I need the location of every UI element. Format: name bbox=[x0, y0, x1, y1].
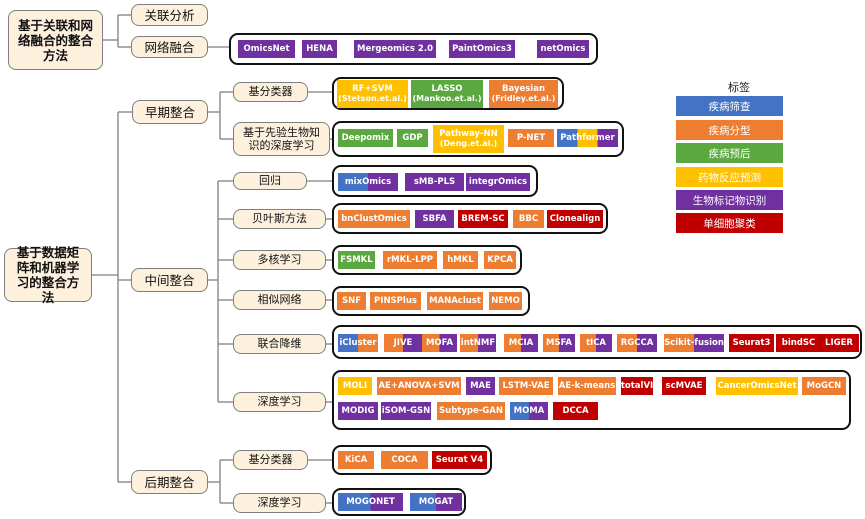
tool-chip-mid-dl-dcca: DCCA bbox=[553, 402, 598, 420]
tool-chip-early-prior-deepomix: Deepomix bbox=[338, 129, 393, 147]
network-method-node: 基于关联和网络融合的整合方法 bbox=[8, 10, 103, 70]
late-deep-learning: 深度学习 bbox=[233, 493, 326, 513]
tool-chip-mid-dl-mae: MAE bbox=[466, 377, 495, 395]
tool-chip-mid-dl-canceromicsnet: CancerOmicsNet bbox=[716, 377, 798, 395]
tool-chip-mid-similarity-nemo: NEMO bbox=[489, 292, 522, 310]
legend-item: 生物标记物识别 bbox=[676, 190, 783, 210]
mid-regression: 回归 bbox=[233, 172, 307, 190]
tool-chip-netfusion-paintomics3: PaintOmics3 bbox=[449, 40, 515, 58]
tool-chip-late-base-seurat-v4: Seurat V4 bbox=[432, 451, 487, 469]
mid-deep-learning: 深度学习 bbox=[233, 392, 326, 412]
tool-chip-mid-dl-ae-anova-svm: AE+ANOVA+SVM bbox=[377, 377, 461, 395]
tool-chip-mid-multikernel-kpca: KPCA bbox=[484, 251, 516, 269]
legend-item: 疾病分型 bbox=[676, 120, 783, 140]
tool-chip-early-base-lasso: LASSO(Mankoo.et.al.) bbox=[411, 80, 483, 108]
tool-chip-netfusion-mergeomics-2-0: Mergeomics 2.0 bbox=[354, 40, 436, 58]
legend-item: 疾病预后 bbox=[676, 143, 783, 163]
stage-late: 后期整合 bbox=[131, 470, 208, 494]
tool-chip-mid-dl-mogcn: MoGCN bbox=[802, 377, 846, 395]
tool-chip-mid-bayes-bbc: BBC bbox=[513, 210, 544, 228]
tool-chip-mid-jointdr-liger: LIGER bbox=[819, 334, 859, 352]
tool-chip-mid-similarity-pinsplus: PINSPlus bbox=[370, 292, 421, 310]
tool-chip-early-prior-pathformer: Pathformer bbox=[557, 129, 618, 147]
tool-chip-mid-jointdr-mcia: MCIA bbox=[504, 334, 538, 352]
tool-chip-mid-multikernel-hmkl: hMKL bbox=[443, 251, 478, 269]
tool-chip-mid-dl-subtype-gan: Subtype-GAN bbox=[437, 402, 505, 420]
tool-chip-mid-jointdr-msfa: MSFA bbox=[543, 334, 575, 352]
tool-chip-early-base-rf-svm: RF+SVM(Stetson.et.al.) bbox=[337, 80, 408, 108]
tool-chip-mid-jointdr-tica: tICA bbox=[580, 334, 612, 352]
tool-chip-mid-jointdr-jive: JIVE bbox=[384, 334, 422, 352]
tool-chip-mid-jointdr-mofa: MOFA bbox=[422, 334, 457, 352]
tool-chip-mid-similarity-snf: SNF bbox=[337, 292, 366, 310]
tool-chip-mid-regression-mixomics: mixOmics bbox=[338, 173, 398, 191]
tool-chip-mid-multikernel-rmkl-lpp: rMKL-LPP bbox=[383, 251, 437, 269]
legend-item: 药物反应预测 bbox=[676, 167, 783, 187]
tool-chip-mid-dl-modig: MODIG bbox=[338, 402, 378, 420]
tool-chip-mid-bayes-clonealign: Clonealign bbox=[547, 210, 603, 228]
root-node: 基于数据矩阵和机器学习的整合方法 bbox=[4, 245, 92, 305]
stage-mid: 中间整合 bbox=[131, 268, 208, 292]
mid-similarity-network: 相似网络 bbox=[233, 290, 326, 310]
tool-chip-netfusion-netomics: netOmics bbox=[537, 40, 589, 58]
tool-chip-mid-similarity-manaclust: MANAclust bbox=[427, 292, 483, 310]
tool-chip-mid-jointdr-bindsc: bindSC bbox=[776, 334, 821, 352]
mid-multikernel: 多核学习 bbox=[233, 250, 326, 270]
tool-chip-mid-dl-totalvi: totalVI bbox=[621, 377, 653, 395]
network-fusion-node: 网络融合 bbox=[131, 36, 208, 58]
tool-chip-mid-jointdr-icluster: iCluster bbox=[338, 334, 378, 352]
assoc-analysis-node: 关联分析 bbox=[131, 4, 208, 26]
tool-chip-early-base-bayesian: Bayesian(Fridley.et.al.) bbox=[489, 80, 558, 108]
tool-chip-mid-regression-integromics: integrOmics bbox=[466, 173, 530, 191]
late-base-classifier: 基分类器 bbox=[233, 450, 308, 470]
tool-chip-late-dl-mogat: MOGAT bbox=[410, 493, 462, 511]
tool-chip-mid-jointdr-intnmf: intNMF bbox=[460, 334, 496, 352]
tool-chip-late-base-kica: KiCA bbox=[338, 451, 374, 469]
legend-title: 标签 bbox=[728, 81, 750, 94]
tool-chip-mid-dl-scmvae: scMVAE bbox=[662, 377, 706, 395]
tool-chip-mid-bayes-bnclustomics: bnClustOmics bbox=[338, 210, 410, 228]
tool-chip-early-prior-p-net: P-NET bbox=[508, 129, 554, 147]
tool-chip-early-prior-gdp: GDP bbox=[397, 129, 428, 147]
tool-chip-netfusion-omicsnet: OmicsNet bbox=[238, 40, 295, 58]
legend-item: 疾病筛查 bbox=[676, 96, 783, 116]
tool-chip-early-prior-pathway-nn: Pathway-NN(Deng.et.al.) bbox=[433, 125, 504, 153]
tool-chip-mid-regression-smb-pls: sMB-PLS bbox=[405, 173, 464, 191]
tool-chip-mid-jointdr-seurat3: Seurat3 bbox=[729, 334, 774, 352]
tool-chip-mid-dl-ae-k-means: AE-k-means bbox=[558, 377, 616, 395]
stage-early: 早期整合 bbox=[132, 100, 208, 124]
tool-chip-mid-multikernel-fsmkl: FSMKL bbox=[338, 251, 375, 269]
tool-chip-mid-bayes-sbfa: SBFA bbox=[415, 210, 454, 228]
tool-chip-late-base-coca: COCA bbox=[381, 451, 428, 469]
mid-joint-dimred: 联合降维 bbox=[233, 334, 326, 354]
tool-chip-late-dl-mogonet: MOGONET bbox=[338, 493, 403, 511]
legend-item: 单细胞聚类 bbox=[676, 213, 783, 233]
tool-chip-mid-dl-isom-gsn: iSOM-GSN bbox=[381, 402, 431, 420]
early-prior-dl: 基于先验生物知识的深度学习 bbox=[233, 122, 330, 156]
tool-chip-mid-dl-moli: MOLI bbox=[338, 377, 372, 395]
early-base-classifier: 基分类器 bbox=[233, 82, 308, 102]
tool-chip-mid-dl-lstm-vae: LSTM-VAE bbox=[499, 377, 553, 395]
tool-chip-netfusion-hena: HENA bbox=[302, 40, 337, 58]
tool-chip-mid-jointdr-rgcca: RGCCA bbox=[617, 334, 657, 352]
tool-chip-mid-dl-moma: MOMA bbox=[510, 402, 548, 420]
tool-chip-mid-bayes-brem-sc: BREM-SC bbox=[458, 210, 508, 228]
tool-chip-mid-jointdr-scikit-fusion: Scikit-fusion bbox=[664, 334, 724, 352]
mid-bayes: 贝叶斯方法 bbox=[233, 209, 326, 229]
